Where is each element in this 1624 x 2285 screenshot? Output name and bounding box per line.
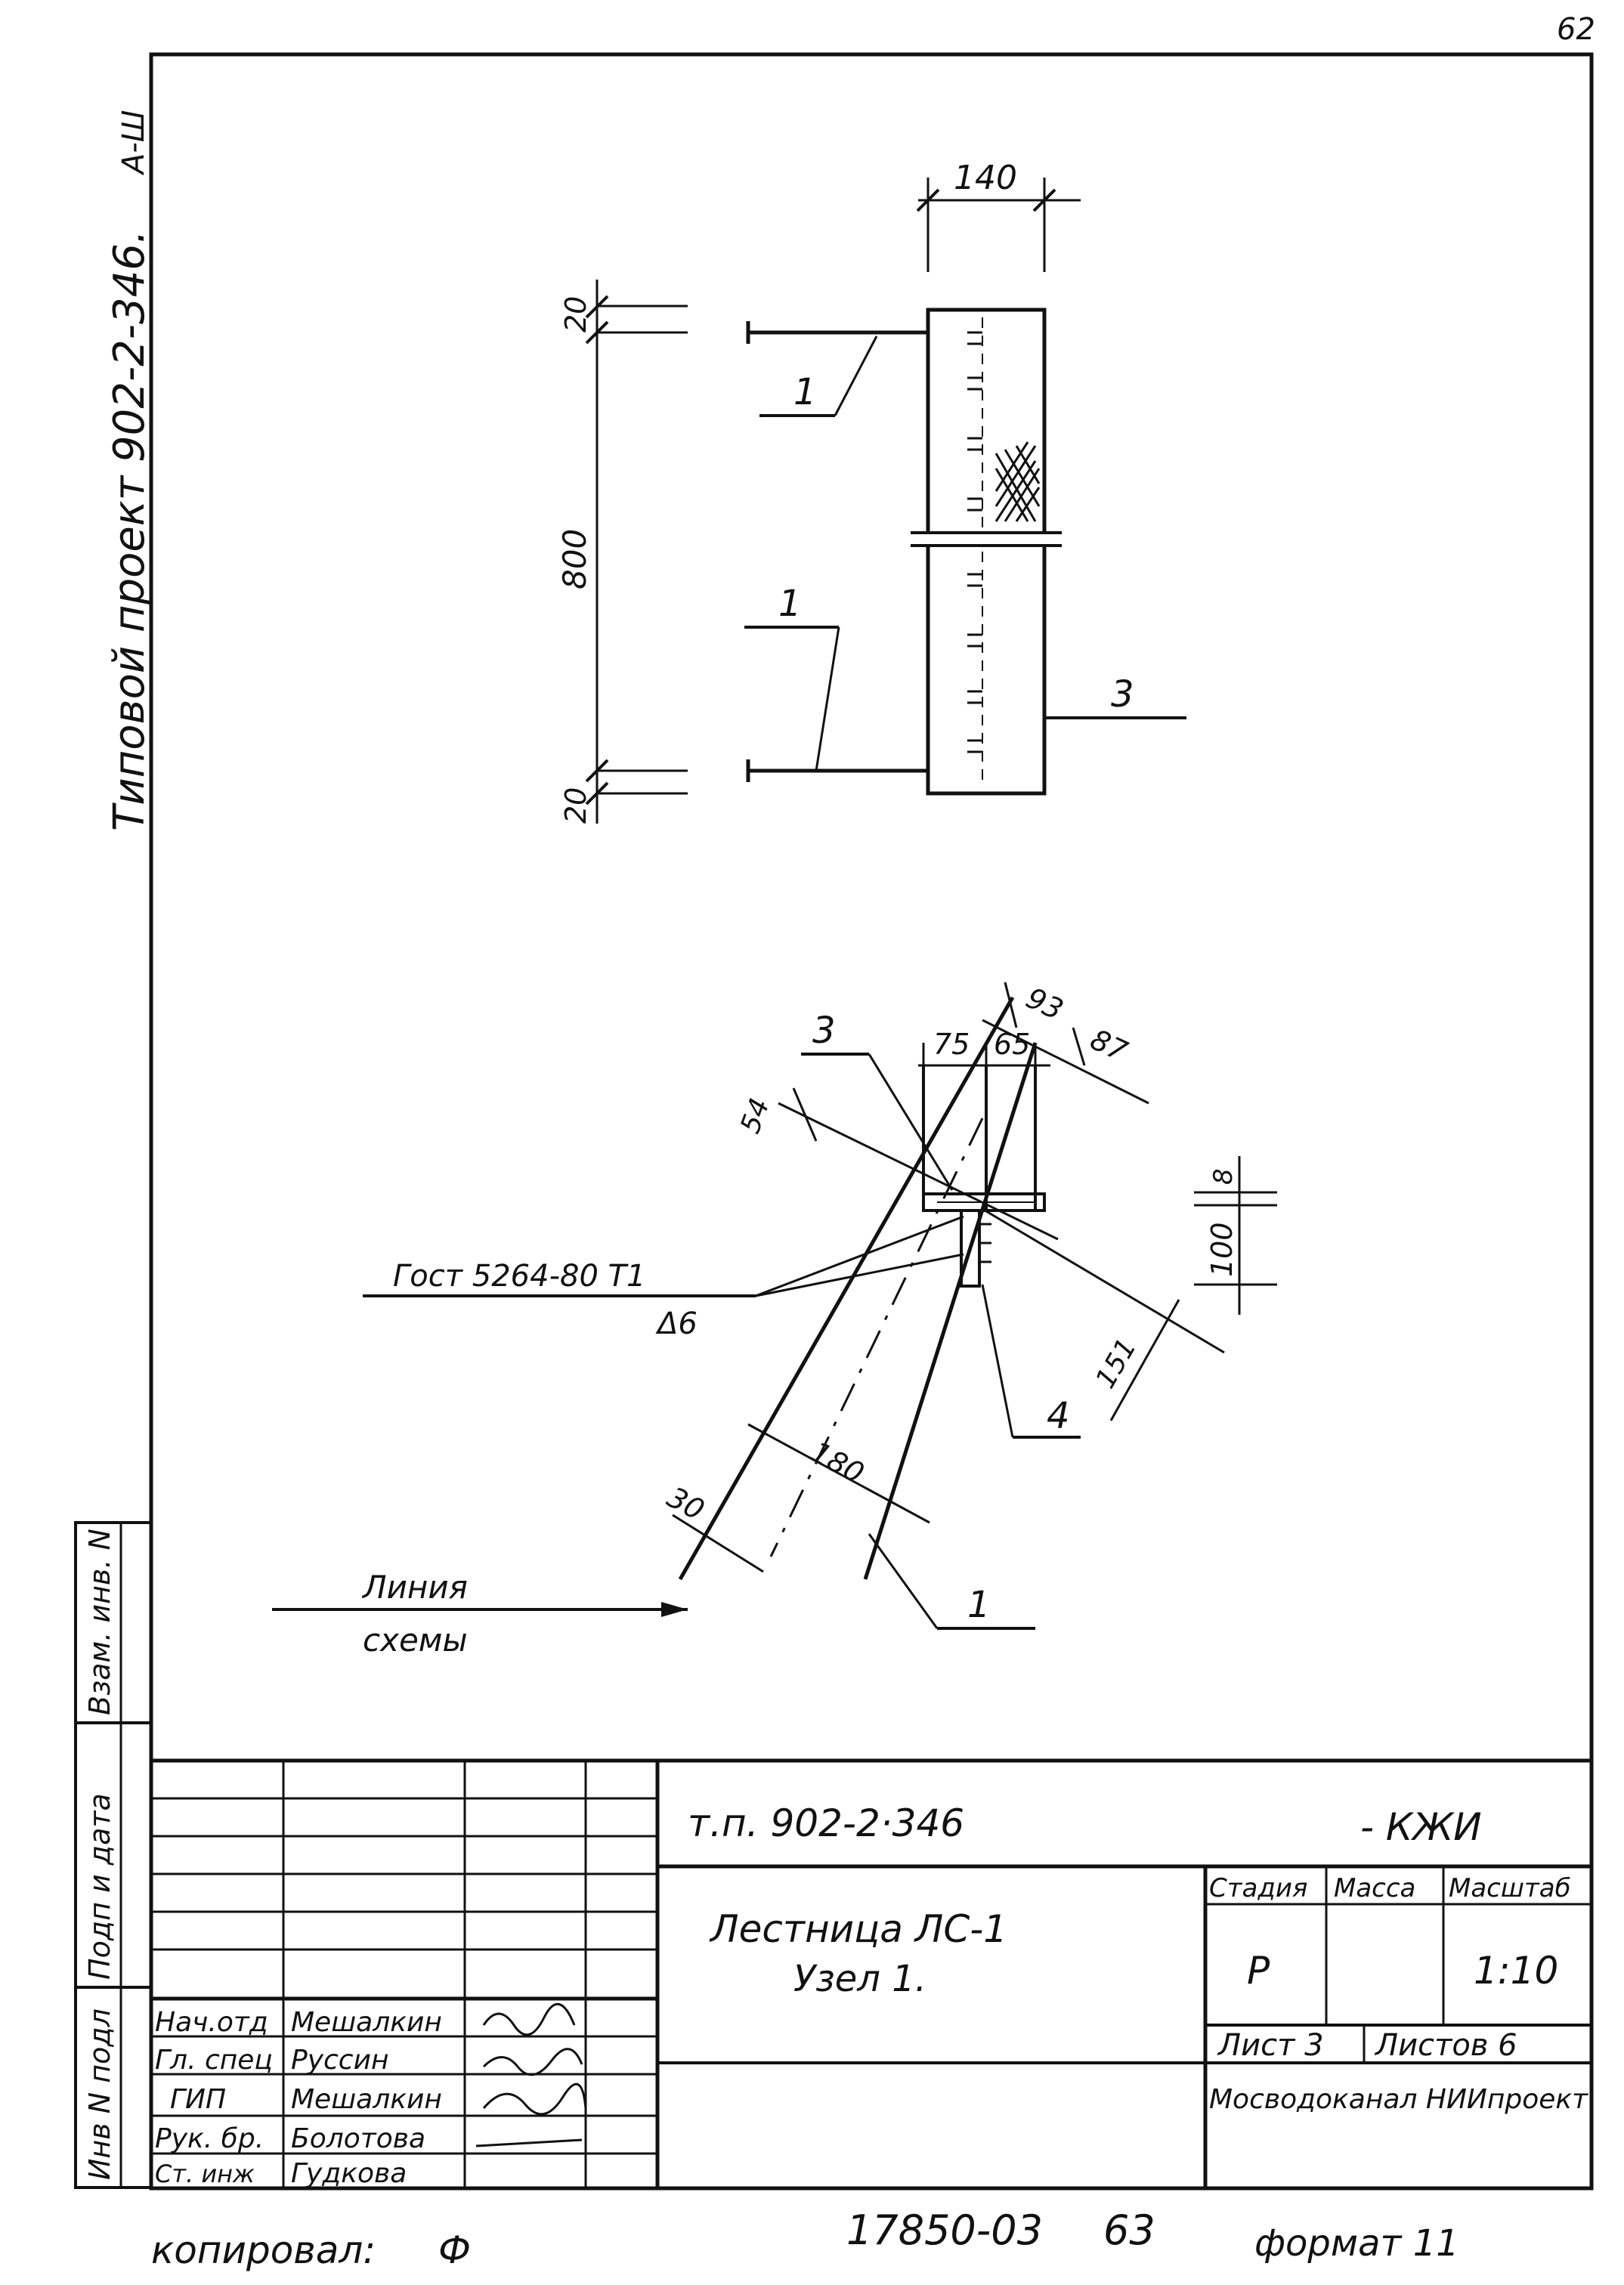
weld-size: Δ6 [655,1306,698,1341]
dim-tick [585,295,609,319]
dim-tick [585,759,609,783]
inventory-sheet: 63 [1103,2206,1155,2254]
dim-75: 75 [933,1028,970,1061]
margin-inv-original: Инв N подл [83,2008,116,2180]
inventory-number: 17850-03 [846,2206,1043,2254]
mass-header: Масса [1334,1873,1415,1903]
dim-line [672,1514,764,1573]
dim-20-bottom: 20 [559,787,592,824]
staff-name: Болотова [291,2123,425,2154]
scheme-line-label-1: Линия [361,1569,468,1606]
scale-value: 1:10 [1474,1949,1558,1993]
dim-8: 8 [1208,1168,1239,1185]
dim-line [747,1423,930,1524]
scale-header: Масштаб [1449,1873,1571,1903]
dim-20-top: 20 [559,296,592,332]
angle-leg [960,1209,981,1288]
dim-line [982,1019,1149,1105]
side-caption-text: Типовой проект 902-2-346. [105,230,154,831]
leader [981,1284,1014,1438]
node-label-1: 1 [967,1584,991,1626]
margin-box [74,1521,153,2189]
stringer-block [926,308,1047,796]
ext-line [1072,1027,1086,1066]
margin-stamp: Инв N подл Подп и дата Взам. инв. N [74,1521,153,2189]
staff-name: Мешалкин [291,2007,442,2038]
node-1-view: 75 65 93 87 3 54 8 100 151 4 180 [272,981,1277,1659]
doc-suffix: - КЖИ [1360,1805,1482,1849]
leader [755,1215,964,1297]
dim-line [1109,1299,1180,1421]
copied-by: копировал: [151,2228,376,2272]
ext-line [982,1207,1225,1354]
sheets-total: Листов 6 [1374,2028,1517,2063]
dim-30: 30 [662,1480,710,1527]
staff-name: Руссин [291,2045,389,2076]
staff-name: Гудкова [291,2158,407,2189]
dim-54: 54 [735,1094,775,1137]
scheme-arrow [661,1602,688,1617]
node-label-3: 3 [812,1010,836,1052]
node-label-4: 4 [1047,1395,1070,1437]
dim-tick [585,320,609,345]
concrete-hatch [995,441,1041,522]
sheet-number: Лист 3 [1217,2028,1324,2063]
drawing-subtitle: Узел 1. [793,1958,926,2000]
weld-marks [967,331,982,753]
sheet-frame [149,52,1594,2191]
dim-800: 800 [556,529,593,589]
page-number: 62 [1557,12,1595,47]
leader [868,1053,954,1191]
drawing-title: Лестница ЛС-1 [709,1907,1007,1951]
dim-180: 180 [806,1435,870,1490]
margin-replacement-inv: Взам. инв. N [83,1529,116,1715]
side-caption: Типовой проект 902-2-346. А-Ш [105,110,154,831]
signatures [475,2002,587,2147]
label-1b: 1 [778,583,802,625]
dim-151: 151 [1090,1333,1143,1393]
side-caption-code: А-Ш [116,110,151,176]
label-3: 3 [1111,673,1134,716]
top-section-view: 140 [556,159,1186,824]
stringer-edge [678,996,1015,1581]
weld-marks-node [979,1223,991,1263]
copied-sign: Ф [438,2228,471,2272]
title-block: Нач.отд Мешалкин Гл. спец Руссин ГИП Меш… [151,1758,1592,2189]
margin-sign-date: Подп и дата [83,1793,116,1980]
ext-line [778,1102,1059,1241]
leader [868,1533,939,1629]
dim-tick [585,781,609,805]
dim-140: 140 [954,159,1017,197]
organization: Мосводоканал НИИпроект [1209,2084,1588,2115]
dim-line [792,1087,818,1142]
scheme-line-label-2: схемы [363,1622,468,1659]
stringer-axis [769,1118,984,1557]
staff-role: ГИП [170,2084,226,2115]
leader [815,626,840,771]
staff-role: Ст. инж [155,2160,255,2188]
staff-role: Рук. бр. [155,2123,264,2154]
ext-line [1004,982,1018,1028]
dim-tick [916,188,940,212]
doc-code: т.п. 902-2·346 [688,1801,964,1845]
leader [755,1253,964,1297]
format-label: формат 11 [1254,2222,1459,2265]
dim-93: 93 [1021,981,1068,1026]
gost-note: Гост 5264-80 Т1 [393,1259,646,1294]
stringer-edge [863,1042,1038,1580]
dim-65: 65 [994,1028,1030,1061]
label-1a: 1 [793,371,817,413]
staff-name: Мешалкин [291,2084,442,2115]
staff-role: Нач.отд [155,2007,268,2038]
leader [834,335,878,416]
stage-value: Р [1247,1949,1270,1993]
stage-header: Стадия [1209,1873,1307,1903]
dim-tick [1032,188,1056,212]
dim-100: 100 [1205,1222,1239,1277]
dim-87: 87 [1085,1022,1132,1068]
staff-role: Гл. спец [155,2045,273,2076]
